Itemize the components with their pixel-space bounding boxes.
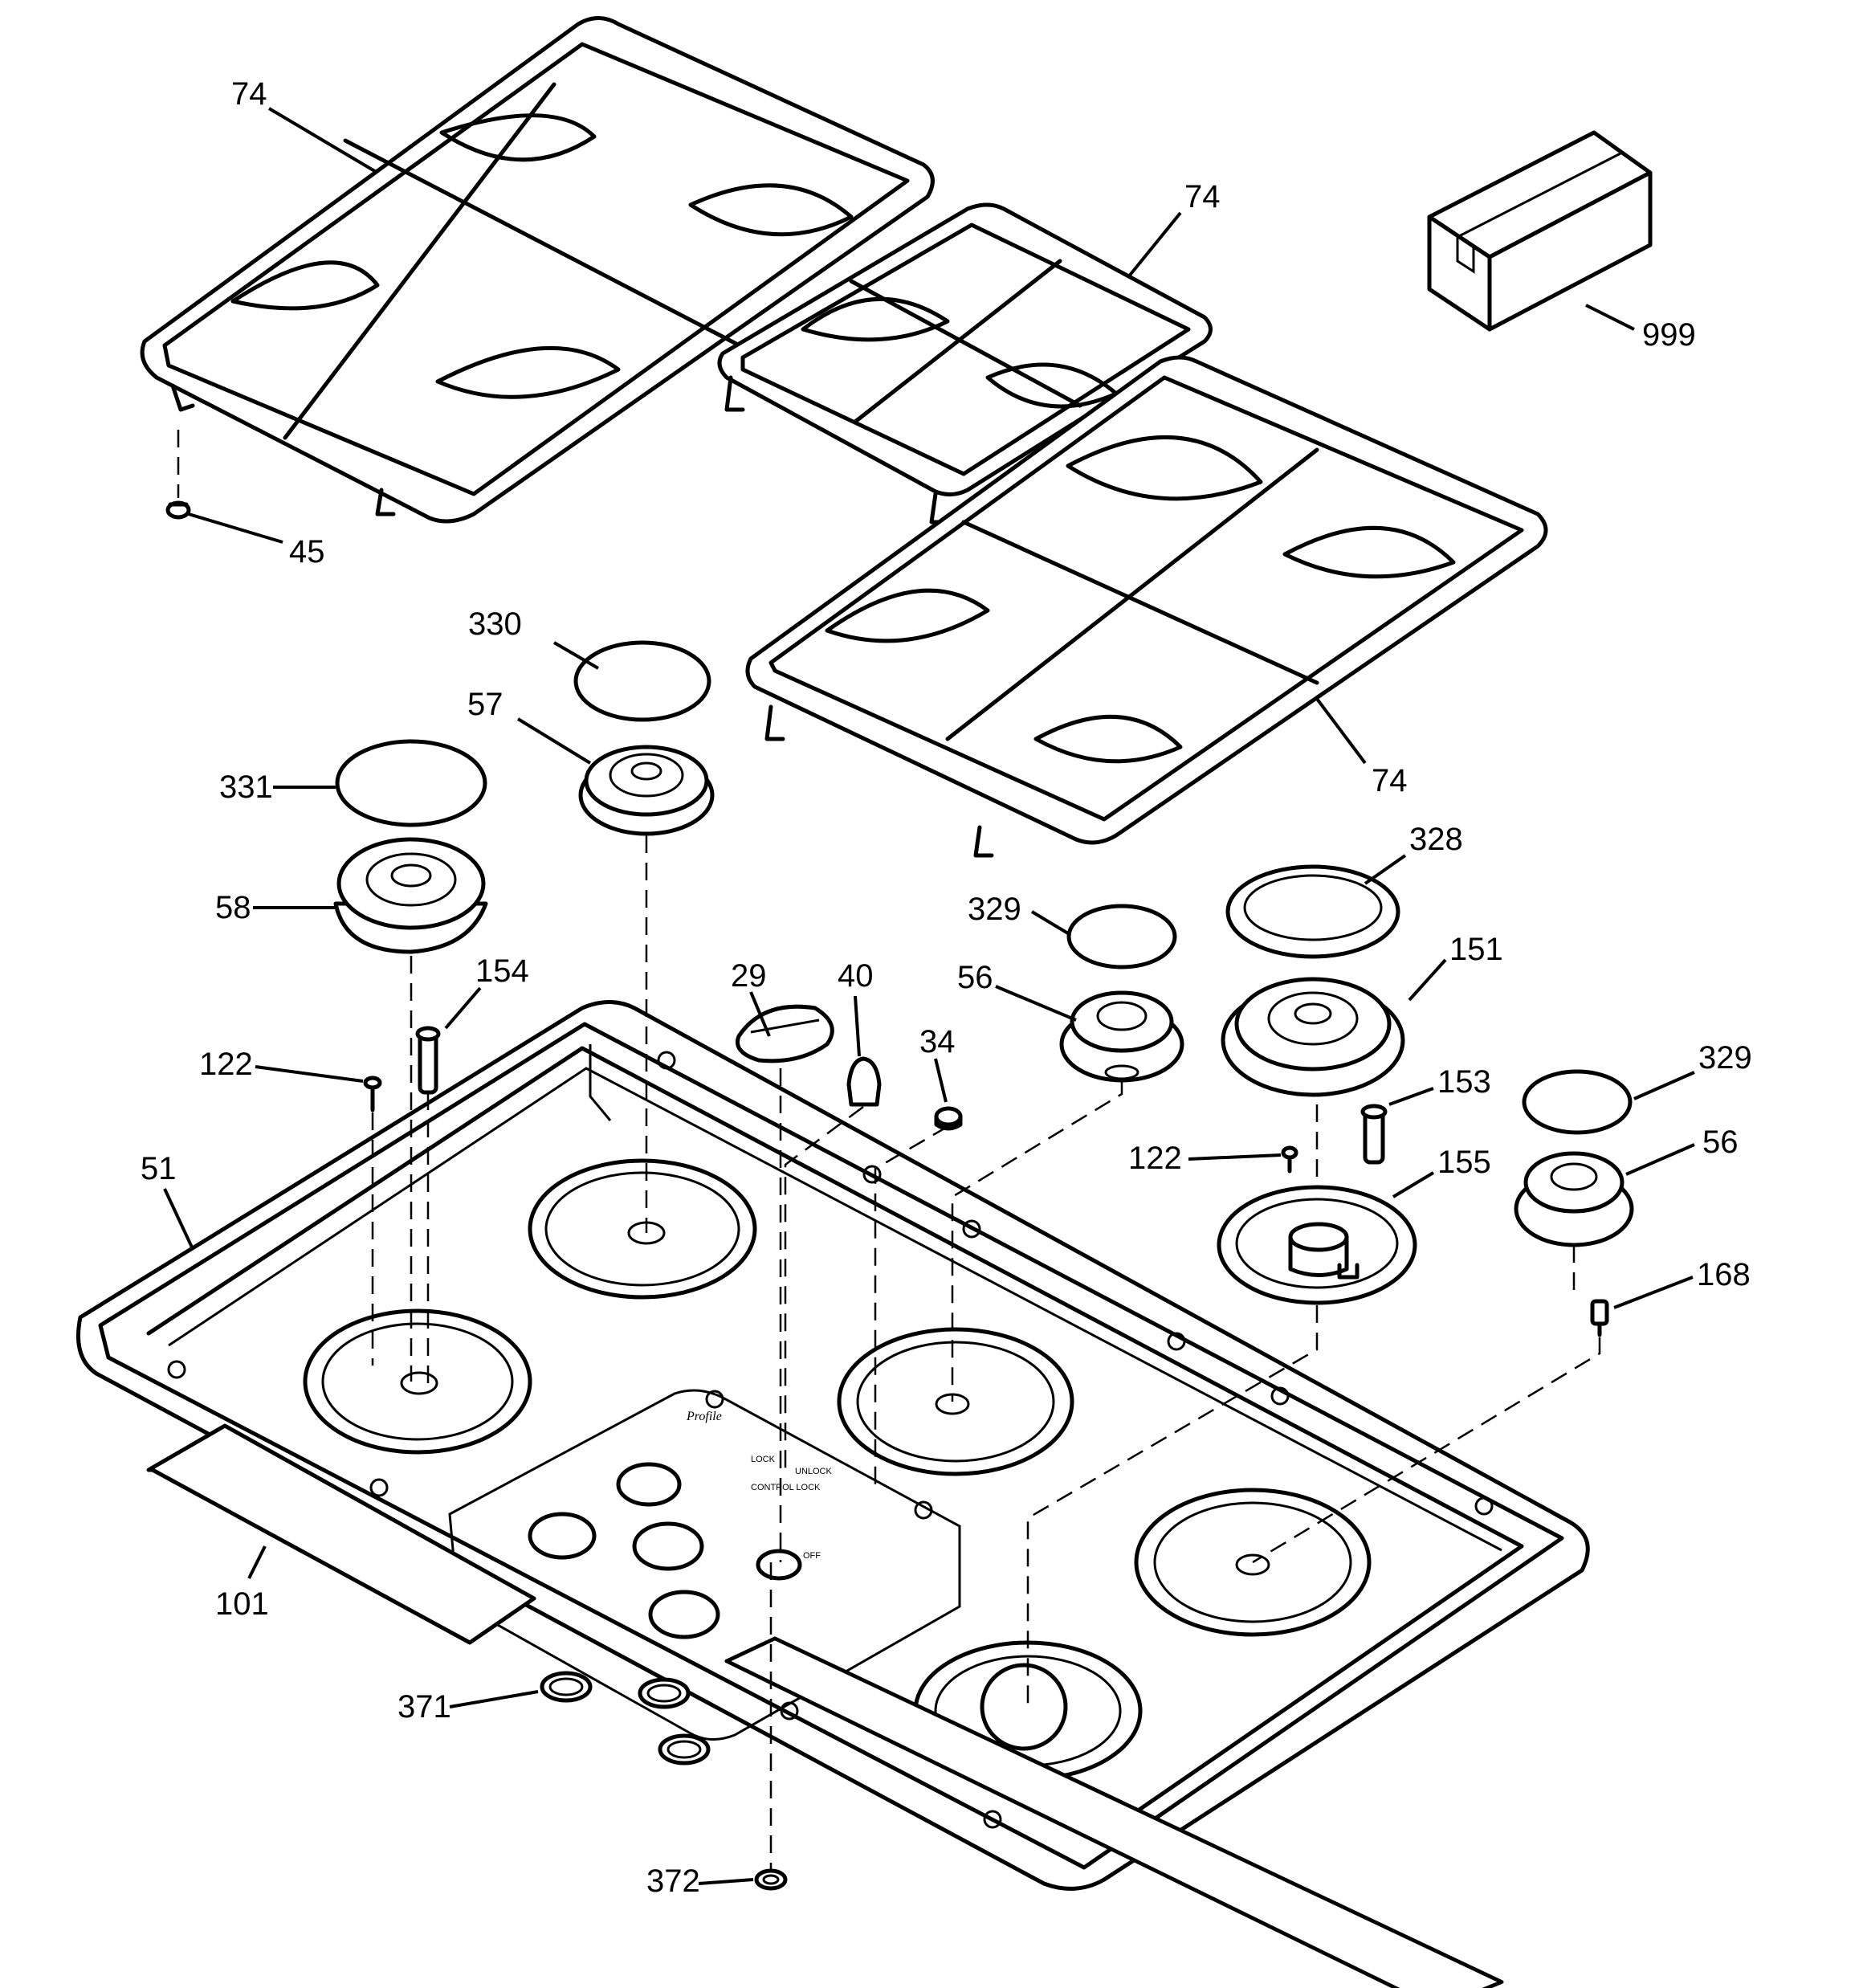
alignment-lines [177, 430, 1601, 1872]
label-57: 57 [467, 687, 503, 722]
grommet-371 [540, 1671, 593, 1703]
burner-head-58 [333, 837, 488, 954]
indicator-light-40 [846, 1056, 882, 1107]
label-56-right: 56 [1702, 1125, 1739, 1160]
label-58: 58 [215, 890, 251, 925]
label-40: 40 [838, 958, 874, 994]
burner-cap-328 [1225, 864, 1400, 959]
label-29: 29 [731, 958, 767, 994]
burner-head-56-mid [1059, 990, 1184, 1083]
unlock-text: UNLOCK [795, 1467, 833, 1476]
burner-cap-329-right [1522, 1069, 1633, 1135]
label-122-left: 122 [199, 1047, 253, 1082]
burner-knob [756, 1549, 802, 1581]
label-331: 331 [219, 769, 273, 805]
label-329-mid: 329 [968, 892, 1021, 927]
leader-lines [163, 107, 1695, 1885]
electrode-168 [1590, 1299, 1609, 1337]
brand-logo: Profile [686, 1410, 722, 1423]
burner-head-57 [578, 745, 715, 836]
label-168: 168 [1697, 1257, 1751, 1292]
control-lock-text: CONTROL LOCK [751, 1483, 821, 1492]
screw-122-right [1281, 1145, 1298, 1174]
electrode-154 [415, 1026, 441, 1095]
label-51: 51 [141, 1151, 177, 1186]
literature-box [1427, 130, 1653, 332]
grate-foot-45 [165, 500, 191, 520]
electrode-153 [1360, 1104, 1388, 1165]
knob-29 [736, 1004, 834, 1063]
burner-knob [648, 1590, 720, 1639]
label-74-left: 74 [231, 76, 267, 112]
burner-head-56-right [1514, 1151, 1634, 1247]
burner-cap-330 [573, 640, 711, 722]
callout-labels: 74 74 74 999 45 330 57 331 58 154 122 51… [141, 76, 1752, 1899]
burner-base-155 [1217, 1185, 1417, 1305]
burner-cap-329-mid [1066, 904, 1177, 970]
cooktop-51 [76, 1000, 1590, 1891]
label-330: 330 [468, 606, 522, 642]
off-text: OFF [803, 1551, 821, 1561]
burner-head-151 [1221, 977, 1405, 1097]
burner-knob [528, 1512, 597, 1560]
label-151: 151 [1449, 932, 1503, 967]
grommet-372 [754, 1868, 788, 1891]
burner-cap-331 [335, 739, 487, 827]
label-122-right: 122 [1128, 1141, 1182, 1176]
label-45: 45 [289, 534, 325, 569]
label-74-right: 74 [1372, 763, 1408, 798]
label-101: 101 [215, 1586, 269, 1622]
label-329-right: 329 [1698, 1040, 1752, 1076]
screw-122-left [363, 1076, 382, 1112]
lock-text: LOCK [751, 1455, 776, 1464]
grommet [658, 1733, 711, 1766]
label-56-mid: 56 [957, 960, 993, 995]
label-154: 154 [475, 953, 529, 989]
label-372: 372 [646, 1863, 700, 1899]
burner-knob [616, 1462, 682, 1507]
label-74-middle: 74 [1184, 179, 1221, 214]
grate-right [745, 355, 1548, 858]
label-371: 371 [397, 1689, 451, 1725]
label-153: 153 [1437, 1064, 1491, 1100]
gasket-101-right [724, 1636, 1504, 1988]
control-panel: Profile LOCK UNLOCK CONTROL LOCK OFF [448, 1389, 961, 1741]
label-328: 328 [1409, 822, 1463, 857]
grommet [638, 1677, 691, 1709]
burner-knob [632, 1521, 704, 1571]
label-999: 999 [1642, 317, 1696, 353]
label-155: 155 [1437, 1145, 1491, 1180]
plug-button-34 [934, 1106, 963, 1131]
label-34: 34 [919, 1024, 956, 1059]
grate-left [140, 16, 935, 524]
gasket-101 [146, 1423, 536, 1645]
